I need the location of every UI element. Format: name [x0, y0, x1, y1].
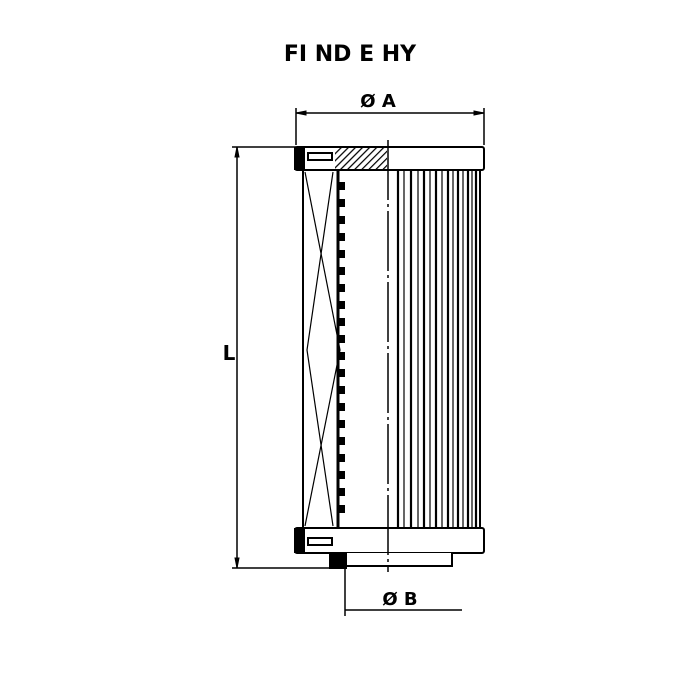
dimension-length — [232, 146, 345, 569]
inner-core — [302, 170, 341, 528]
dimension-b — [344, 560, 462, 616]
dimension-b-label: Ø B — [382, 589, 417, 610]
core-tooth — [338, 301, 345, 309]
drawing-title: FI ND E HY — [284, 42, 417, 67]
bottom-end-cap — [294, 527, 485, 569]
core-tooth — [338, 233, 345, 241]
core-tooth — [338, 318, 345, 326]
core-tooth — [338, 505, 345, 513]
core-tooth — [338, 403, 345, 411]
core-tooth — [338, 386, 345, 394]
filter-pleats — [396, 170, 478, 528]
core-tooth — [338, 250, 345, 258]
core-tooth — [338, 420, 345, 428]
dimension-length-label: L — [223, 341, 236, 365]
dimension-a — [295, 108, 485, 145]
core-tooth — [338, 284, 345, 292]
core-tooth — [338, 216, 345, 224]
core-tooth — [338, 335, 345, 343]
core-tooth — [338, 488, 345, 496]
core-tooth — [338, 182, 345, 190]
core-tooth — [338, 267, 345, 275]
top-end-cap — [294, 146, 485, 171]
core-perforations — [338, 182, 345, 513]
core-tooth — [338, 437, 345, 445]
core-tooth — [338, 352, 345, 360]
dimension-a-label: Ø A — [360, 91, 396, 112]
core-tooth — [338, 369, 345, 377]
core-tooth — [338, 199, 345, 207]
core-tooth — [338, 454, 345, 462]
core-tooth — [338, 471, 345, 479]
